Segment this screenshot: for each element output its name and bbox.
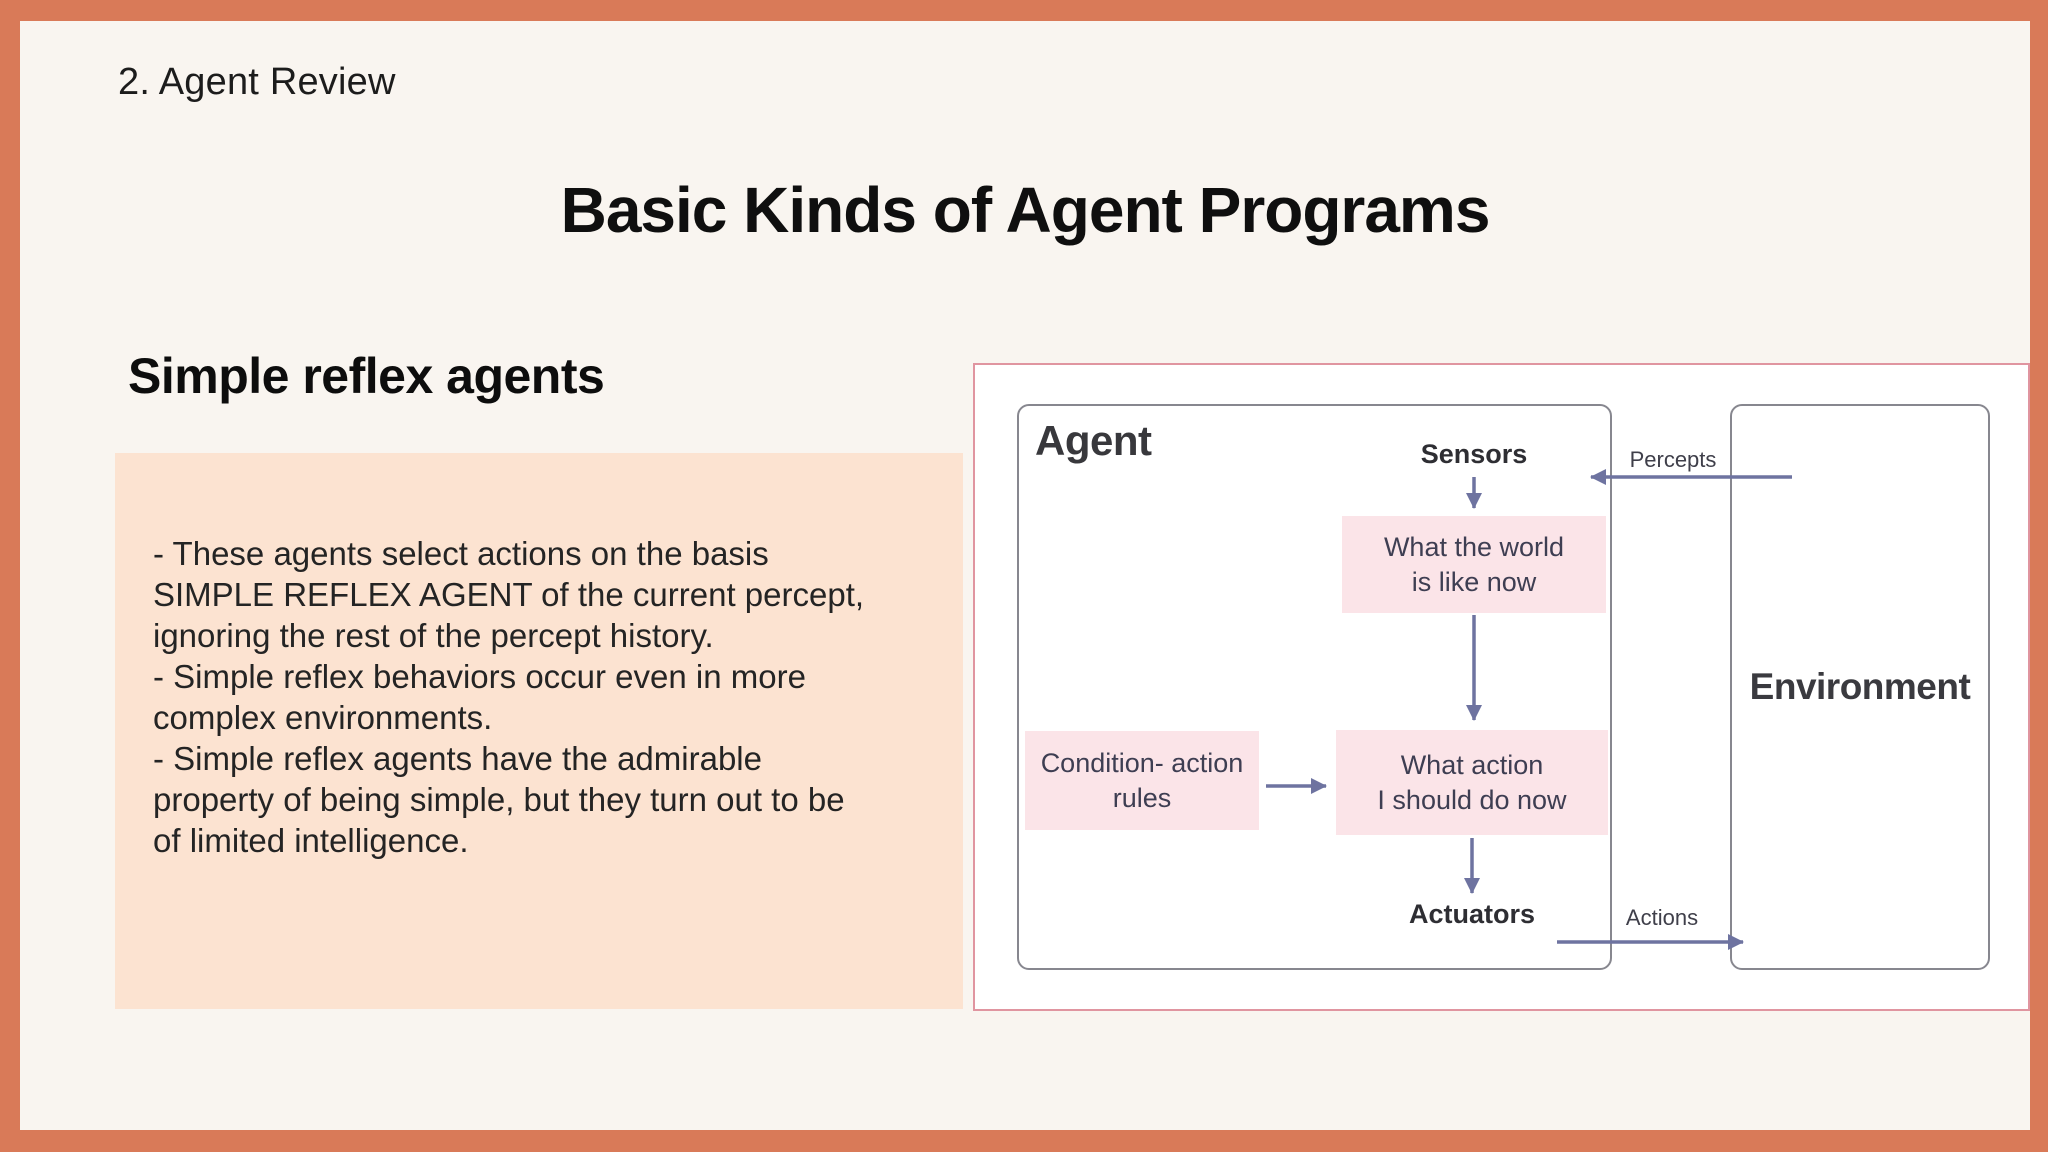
page-title: Basic Kinds of Agent Programs [560, 174, 1491, 246]
environment-label: Environment [1749, 666, 1971, 707]
agent-box [1017, 404, 1612, 970]
actuators-label: Actuators [1408, 899, 1536, 929]
actions-label: Actions [1625, 905, 1699, 930]
action-choice-box: What action I should do now [1336, 730, 1608, 835]
bullet-1: - These agents select actions on the bas… [153, 535, 865, 654]
slide-canvas: 2. Agent Review Basic Kinds of Agent Pro… [20, 21, 2030, 1130]
agent-diagram: Environment Agent Sensors Actuators What… [973, 363, 2030, 1011]
environment-box: Environment [1730, 404, 1990, 970]
bullet-3: - Simple reflex agents have the admirabl… [153, 740, 845, 859]
world-state-box: What the world is like now [1342, 516, 1606, 613]
sensors-label: Sensors [1420, 439, 1528, 469]
notes-panel: - These agents select actions on the bas… [115, 453, 963, 1009]
agent-label: Agent [1035, 417, 1152, 464]
condition-action-rules-box: Condition- action rules [1025, 731, 1259, 830]
arrow-layer [1266, 469, 1792, 950]
bullet-2: - Simple reflex behaviors occur even in … [153, 658, 806, 736]
slide-kicker: 2. Agent Review [118, 61, 396, 103]
percepts-label: Percepts [1629, 447, 1717, 472]
section-heading: Simple reflex agents [128, 348, 605, 404]
